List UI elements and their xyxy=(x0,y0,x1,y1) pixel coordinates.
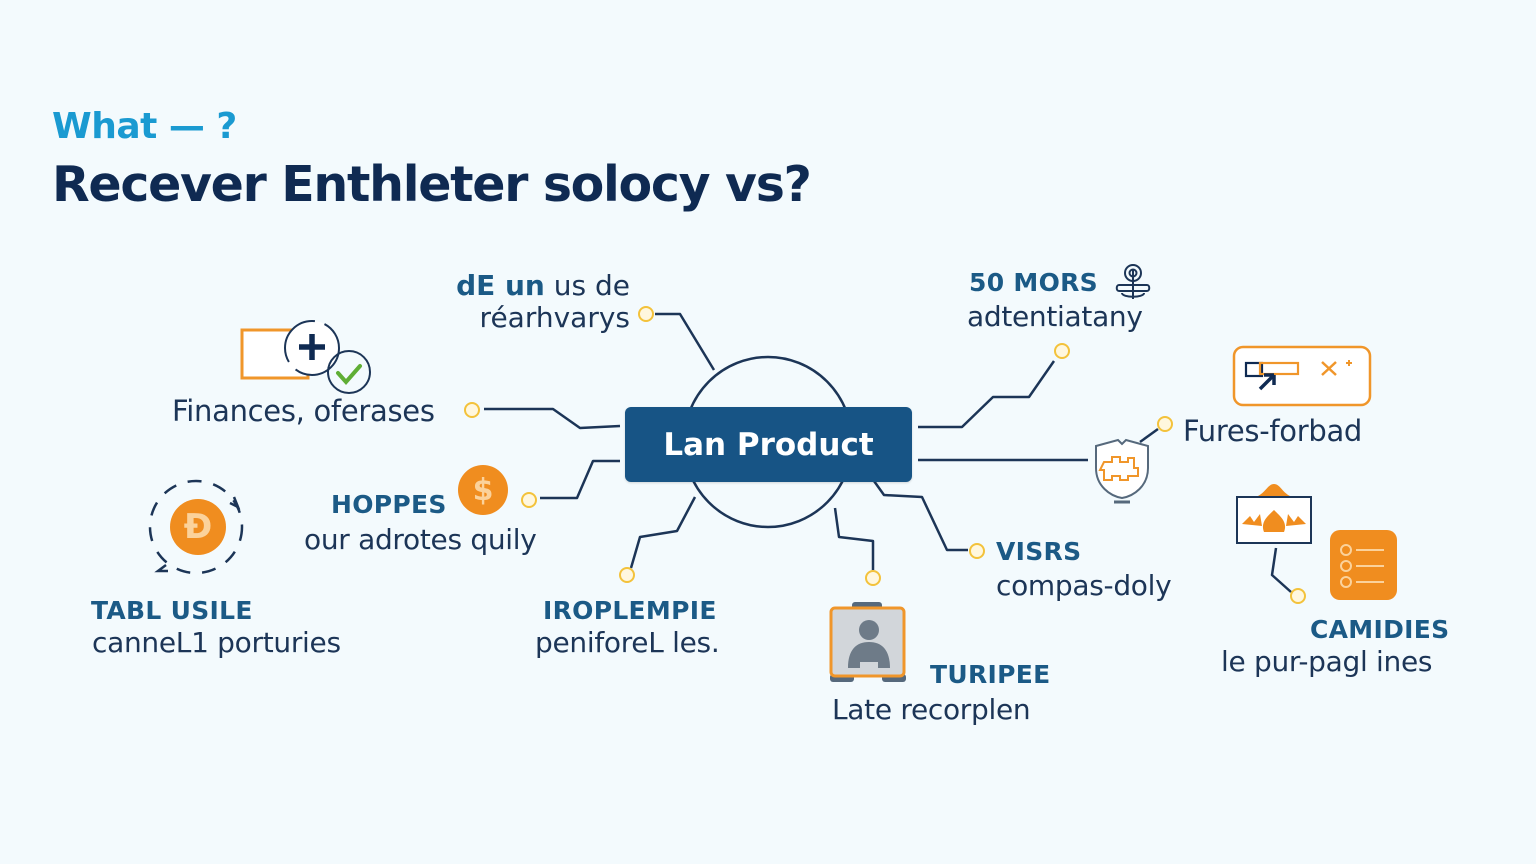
add-document-check-icon xyxy=(240,320,371,394)
checklist-icon xyxy=(1330,530,1397,600)
connector-dot xyxy=(1054,343,1070,359)
connector-dot xyxy=(521,492,537,508)
cursor-window-icon xyxy=(1232,345,1372,407)
connector-dot xyxy=(619,567,635,583)
person-photo-frame-icon xyxy=(829,602,906,682)
node-tabl-usile-title: TABL USILE xyxy=(91,596,253,625)
connector-dot xyxy=(638,306,654,322)
center-node[interactable]: Lan Product xyxy=(625,407,912,482)
headline-title: Recever Enthleter solocy vs? xyxy=(52,156,812,213)
node-mors-subtitle: adtentiatany xyxy=(967,300,1143,333)
shield-puzzle-icon xyxy=(1095,438,1149,504)
node-top-center[interactable]: dE un us de réarhvarys xyxy=(446,270,630,334)
node-top-center-title: dE un us de xyxy=(456,269,630,302)
kicker-title: What — ? xyxy=(52,106,237,147)
node-visrs-title: VISRS xyxy=(996,537,1082,566)
node-turipee-subtitle: Late recorplen xyxy=(832,693,1031,726)
dollar-coin-icon: $ xyxy=(458,465,508,515)
center-node-label: Lan Product xyxy=(663,426,874,463)
node-iroplempie-title: IROPLEMPIE xyxy=(543,596,717,625)
node-top-center-subtitle: réarhvarys xyxy=(479,301,630,334)
connector-dot xyxy=(969,543,985,559)
node-visrs-subtitle: compas-doly xyxy=(996,569,1172,602)
connector-dot xyxy=(865,570,881,586)
node-hoppes-title: HOPPES xyxy=(331,490,447,519)
antenna-tower-icon xyxy=(1115,264,1151,299)
node-fures-label: Fures-forbad xyxy=(1183,414,1363,448)
node-hoppes-subtitle: our adrotes quily xyxy=(304,523,537,556)
node-turipee-title: TURIPEE xyxy=(930,660,1051,689)
coin-cycle-icon xyxy=(148,479,244,575)
connector-dot xyxy=(1290,588,1306,604)
node-finances-label: Finances, oferases xyxy=(172,394,435,428)
node-camidies-title: CAMIDIES xyxy=(1310,615,1450,644)
d-coin-icon: Đ xyxy=(170,499,226,555)
node-tabl-usile-subtitle: canneL1 porturies xyxy=(92,626,341,659)
connector-dot xyxy=(464,402,480,418)
connector-dot xyxy=(1157,416,1173,432)
flame-panel-icon xyxy=(1236,484,1312,544)
node-mors-title: 50 MORS xyxy=(969,268,1098,297)
node-camidies-subtitle: le pur-pagl ines xyxy=(1221,645,1433,678)
node-iroplempie-subtitle: peniforeL les. xyxy=(535,626,720,659)
